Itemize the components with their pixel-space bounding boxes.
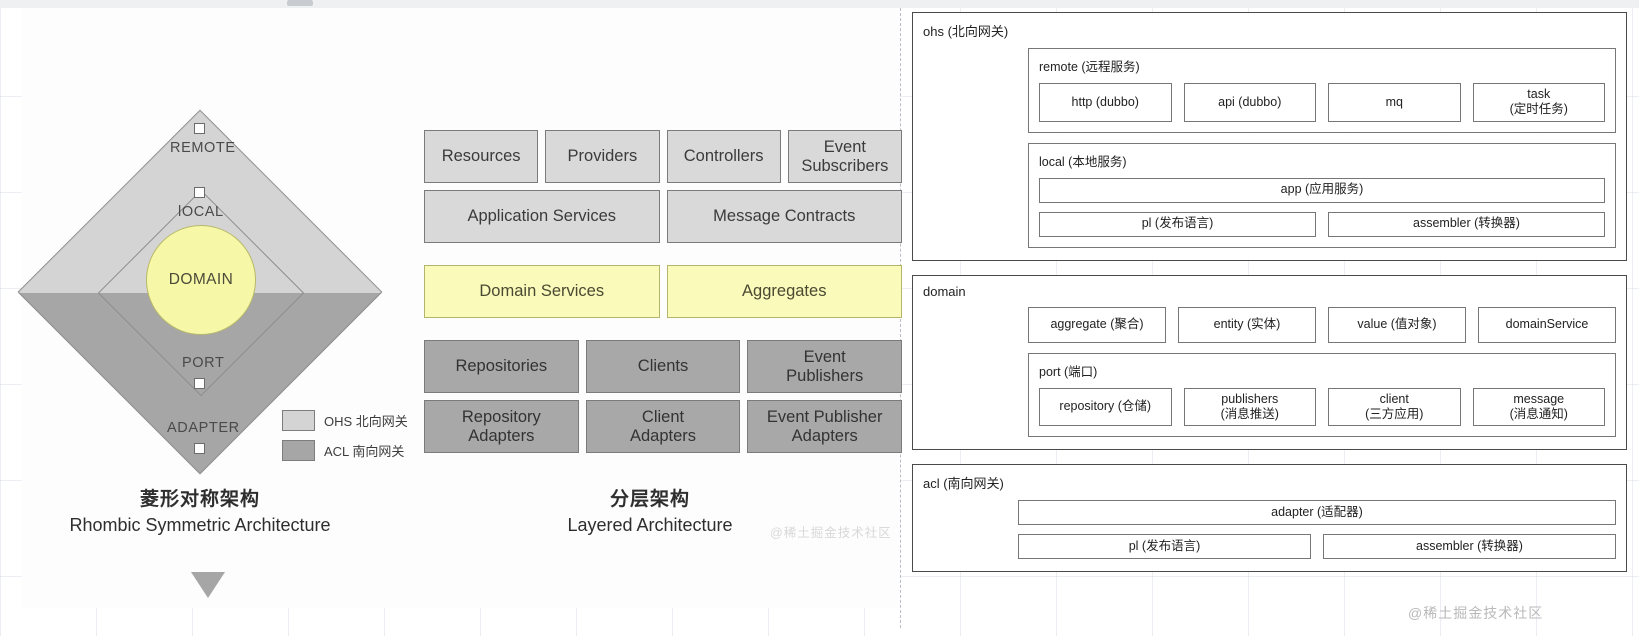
package-cell-mq: mq (1328, 83, 1461, 122)
package-sub-remote: remote (远程服务) http (dubbo) api (dubbo) m… (1028, 48, 1616, 133)
package-cell-domainservice: domainService (1478, 306, 1616, 343)
package-sub-remote-title: remote (远程服务) (1039, 60, 1140, 74)
local-marker (194, 187, 205, 198)
panel-divider (900, 8, 901, 628)
legend-label-ohs: OHS 北向网关 (324, 414, 408, 429)
layer-row-application: Application Services Message Contracts (424, 190, 902, 243)
downward-arrow (191, 572, 225, 598)
layer-box-message-contracts: Message Contracts (666, 190, 902, 243)
remote-marker (194, 123, 205, 134)
layer-box-aggregates: Aggregates (666, 265, 902, 318)
package-cell-client: client(三方应用) (1328, 387, 1461, 426)
package-sub-local: local (本地服务) app (应用服务) pl (发布语言) assemb… (1028, 142, 1616, 248)
domain-circle: DOMAIN (146, 225, 256, 335)
package-sub-port: port (端口) repository (仓储) publishers(消息推… (1028, 352, 1616, 437)
package-row-domain-items: aggregate (聚合) entity (实体) value (值对象) d… (1028, 306, 1616, 343)
package-cell-acl-pl: pl (发布语言) (1018, 534, 1311, 559)
package-row-acl-adapter: adapter (适配器) (1018, 500, 1616, 525)
package-cell-api-dubbo: api (dubbo) (1183, 83, 1316, 122)
package-cell-acl-assembler: assembler (转换器) (1323, 534, 1616, 559)
adapter-label: ADAPTER (167, 420, 240, 436)
package-group-ohs-title: ohs (北向网关) (923, 24, 1009, 39)
package-row-acl-items: pl (发布语言) assembler (转换器) (1018, 534, 1616, 559)
legend-swatch-acl (282, 440, 315, 461)
layered-caption: 分层架构 Layered Architecture (480, 484, 820, 536)
package-group-acl-title: acl (南向网关) (923, 476, 1004, 491)
layer-box-domain-services: Domain Services (424, 265, 660, 318)
package-cell-message: message(消息通知) (1472, 387, 1605, 426)
layered-caption-en: Layered Architecture (567, 515, 733, 535)
port-label: PORT (182, 355, 225, 371)
package-cell-entity: entity (实体) (1178, 306, 1316, 343)
package-row-port-items: repository (仓储) publishers(消息推送) client(… (1039, 387, 1605, 426)
package-row-remote-items: http (dubbo) api (dubbo) mq task(定时任务) (1039, 83, 1605, 122)
window-tab-handle[interactable] (287, 0, 313, 6)
package-row-local-items: pl (发布语言) assembler (转换器) (1039, 211, 1605, 237)
legend-item-acl: ACL 南向网关 (282, 440, 408, 461)
package-cell-app: app (应用服务) (1039, 177, 1605, 203)
package-cell-ohs-pl: pl (发布语言) (1039, 211, 1316, 237)
layered-caption-zh: 分层架构 (609, 489, 690, 510)
layer-box-controllers: Controllers (666, 130, 781, 183)
watermark-bottom-right: @稀土掘金技术社区 (1408, 605, 1544, 621)
package-cell-value: value (值对象) (1328, 306, 1466, 343)
legend-label-acl: ACL 南向网关 (324, 444, 405, 459)
rhombic-caption-zh: 菱形对称架构 (139, 489, 260, 510)
adapter-marker (194, 443, 205, 454)
layer-box-repositories: Repositories (424, 340, 579, 393)
package-row-local-app: app (应用服务) (1039, 177, 1605, 203)
package-cell-ohs-assembler: assembler (转换器) (1328, 211, 1605, 237)
rhombic-architecture-figure: DOMAIN REMOTE lOCAL PORT ADAPTER (17, 109, 383, 598)
legend-item-ohs: OHS 北向网关 (282, 410, 408, 431)
layer-row-domain: Domain Services Aggregates (424, 265, 902, 318)
package-cell-task: task(定时任务) (1472, 83, 1605, 122)
package-sub-port-title: port (端口) (1039, 364, 1098, 379)
watermark-center: @稀土掘金技术社区 (770, 526, 892, 540)
layer-spacer-2 (424, 325, 902, 340)
package-group-domain: domain aggregate (聚合) entity (实体) value … (912, 274, 1627, 450)
package-cell-publishers: publishers(消息推送) (1183, 387, 1316, 426)
layer-spacer-1 (424, 250, 902, 265)
rhombic-caption: 菱形对称架构 Rhombic Symmetric Architecture (30, 484, 370, 536)
legend: OHS 北向网关 ACL 南向网关 (282, 410, 408, 470)
layer-box-resources: Resources (424, 130, 539, 183)
package-sub-local-title: local (本地服务) (1039, 154, 1127, 169)
package-group-domain-title: domain (923, 283, 966, 299)
remote-label: REMOTE (170, 140, 236, 156)
package-cell-http-dubbo: http (dubbo) (1039, 83, 1172, 122)
local-label: lOCAL (178, 204, 224, 220)
package-cell-adapter: adapter (适配器) (1018, 500, 1616, 525)
layer-box-clients: Clients (585, 340, 741, 393)
layer-box-providers: Providers (545, 130, 660, 183)
package-cell-aggregate: aggregate (聚合) (1028, 306, 1166, 343)
port-marker (194, 378, 205, 389)
package-cell-repository: repository (仓储) (1039, 387, 1172, 426)
layer-box-application-services: Application Services (424, 190, 660, 243)
rhombic-caption-en: Rhombic Symmetric Architecture (69, 515, 331, 535)
legend-swatch-ohs (282, 410, 315, 431)
package-group-acl: acl (南向网关) adapter (适配器) pl (发布语言) assem… (912, 464, 1627, 572)
window-top-strip (0, 0, 1639, 8)
package-group-ohs: ohs (北向网关) remote (远程服务) http (dubbo) ap… (912, 12, 1627, 261)
package-diagram: ohs (北向网关) remote (远程服务) http (dubbo) ap… (912, 12, 1627, 586)
